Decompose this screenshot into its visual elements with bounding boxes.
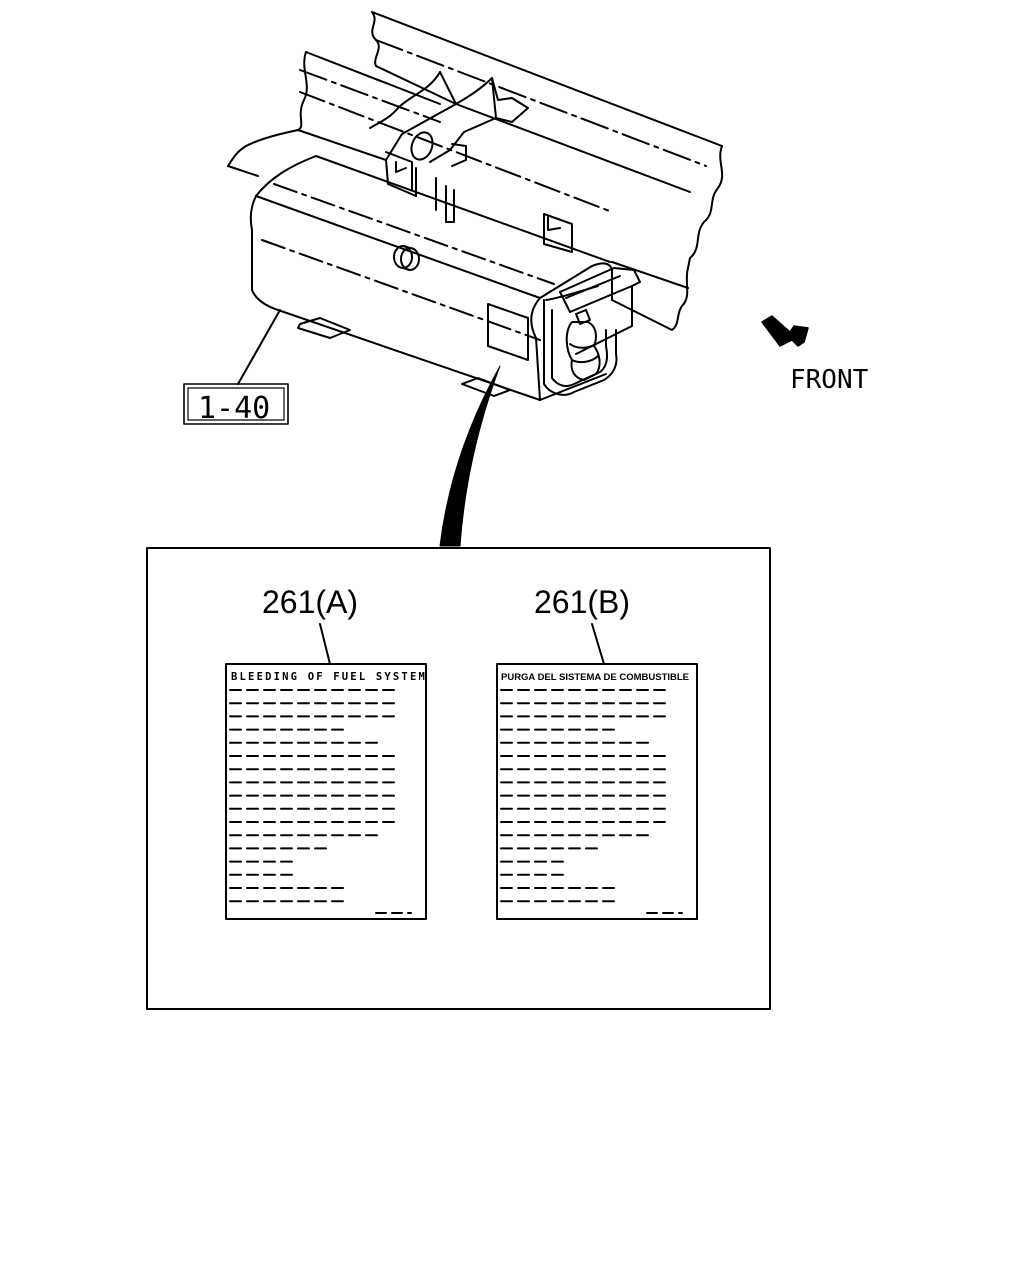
- front-arrow-icon: [761, 315, 809, 347]
- decal-a: [225, 663, 427, 920]
- fuel-tank: [249, 155, 641, 401]
- mounting-bracket: [369, 71, 573, 253]
- callout-leader-b: [591, 623, 605, 665]
- reference-label: 1-40: [198, 391, 270, 426]
- decal-b-text-lines: [500, 689, 683, 914]
- chassis-frame: [227, 11, 724, 331]
- callout-label-a: 261(A): [262, 584, 358, 620]
- decal-a-text-lines: [229, 689, 412, 914]
- front-label: FRONT: [790, 365, 869, 395]
- reference-callout-1-40: [183, 309, 289, 425]
- decal-b: [496, 663, 698, 920]
- detail-frame: [146, 547, 771, 1010]
- decal-b-title: PURGA DEL SISTEMA DE COMBUSTIBLE: [501, 672, 689, 683]
- callout-label-b: 261(B): [534, 584, 630, 620]
- callout-leader-a: [319, 623, 331, 665]
- decal-a-title: BLEEDING OF FUEL SYSTEM: [231, 671, 427, 683]
- detail-leader: [439, 365, 501, 547]
